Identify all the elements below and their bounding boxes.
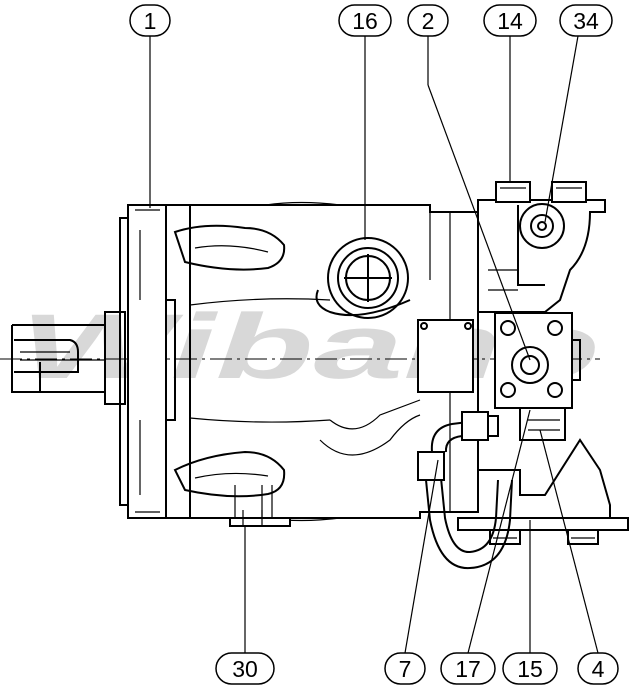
sensor-block <box>417 319 474 393</box>
callout-30: 30 <box>215 652 275 685</box>
callout-4-label: 4 <box>592 656 605 682</box>
callout-1: 1 <box>129 4 171 37</box>
callout-30-label: 30 <box>232 656 258 682</box>
callout-16-label: 16 <box>352 8 378 34</box>
callout-7-label: 7 <box>399 656 412 682</box>
callout-2: 2 <box>407 4 449 37</box>
callout-17-label: 17 <box>455 656 481 682</box>
callout-4: 4 <box>577 652 619 685</box>
hydraulic-hose <box>417 411 513 570</box>
callout-34-label: 34 <box>573 8 599 34</box>
callout-15-label: 15 <box>517 656 543 682</box>
callout-7: 7 <box>384 652 426 685</box>
control-bracket <box>477 181 606 313</box>
plug-screw <box>315 237 411 319</box>
drain-plug <box>229 510 291 527</box>
drive-shaft <box>11 311 126 405</box>
callout-14-label: 14 <box>497 8 523 34</box>
callout-14: 14 <box>483 4 537 37</box>
leader-lines <box>149 35 599 654</box>
callout-15: 15 <box>502 652 558 685</box>
callout-2-label: 2 <box>422 8 435 34</box>
callout-16: 16 <box>338 4 392 37</box>
callout-1-label: 1 <box>144 8 157 34</box>
valve-block <box>494 312 581 441</box>
callout-17: 17 <box>440 652 496 685</box>
foot-bracket <box>457 438 629 545</box>
callout-34: 34 <box>559 4 613 37</box>
